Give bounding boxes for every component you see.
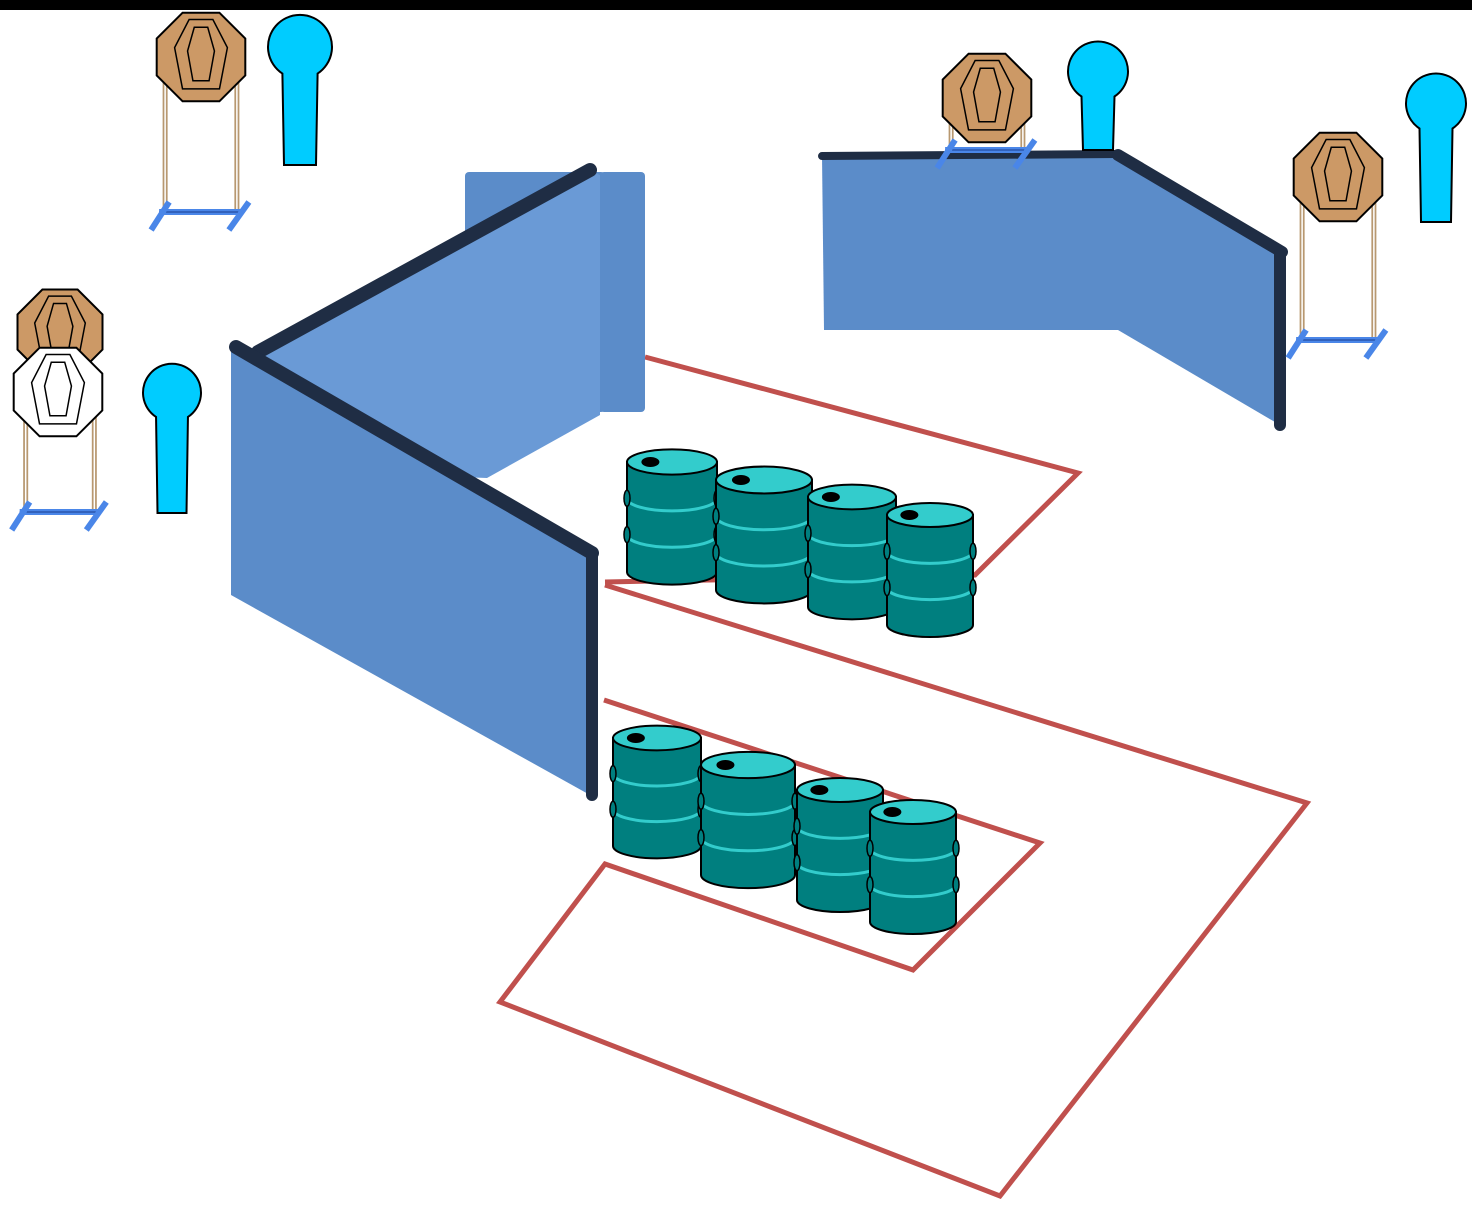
barrel [609,724,705,860]
lower-fault-line [495,582,1312,1200]
barrel [697,750,799,890]
right-wall [818,149,1288,431]
steel-target [12,346,104,438]
top-bar [0,0,1472,10]
paper-target [267,13,333,166]
barrel [804,483,900,621]
paper-target [1067,40,1129,151]
paper-target [142,362,202,514]
barrel [883,501,977,639]
target-stand [148,62,252,232]
barrel [866,798,960,936]
barrel-stack-lower [609,724,960,936]
steel-target [1292,131,1384,223]
barrel [623,448,721,586]
paper-target [1405,72,1467,223]
targets [9,11,1467,532]
barrel [712,465,816,605]
left-wall-front [229,340,599,801]
barrel-stack-upper [623,448,977,639]
steel-target [941,52,1033,144]
steel-target [155,11,247,103]
left-wall-angled [251,163,600,478]
